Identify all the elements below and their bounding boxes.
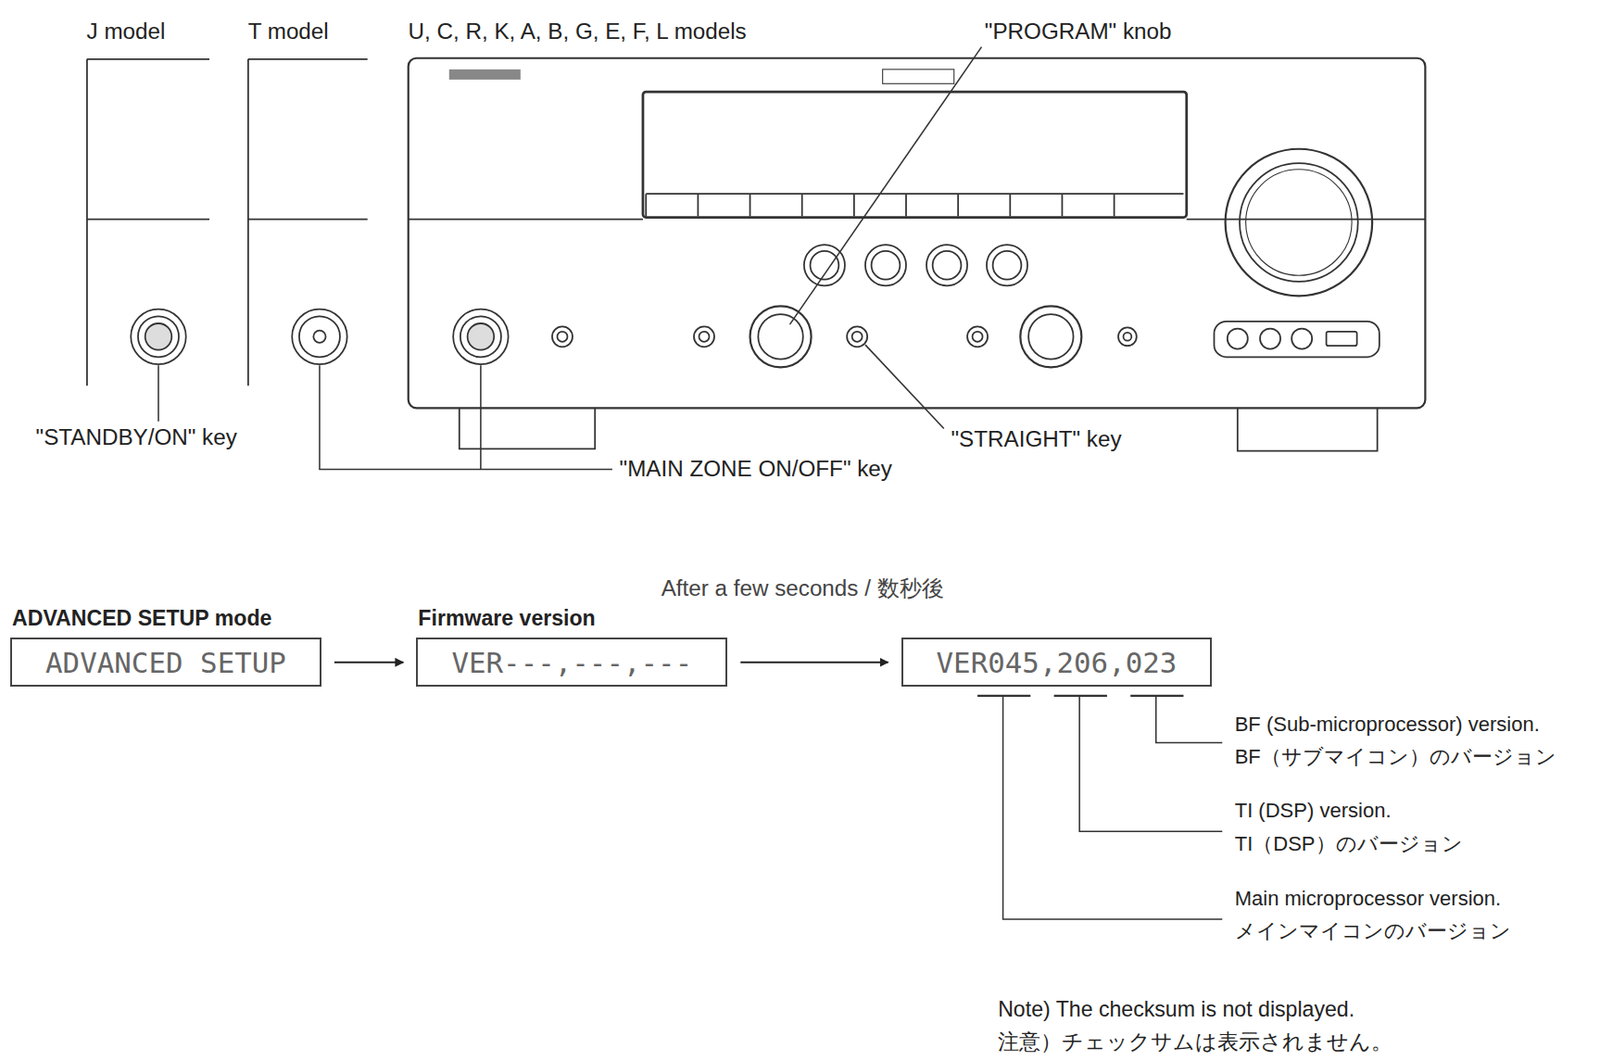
callout-text: BF（サブマイコン）のバージョン (1234, 744, 1557, 769)
model-label: U, C, R, K, A, B, G, E, F, L models (408, 18, 747, 45)
lcd-text: VER045,206,023 (936, 645, 1178, 680)
model-label: T model (248, 18, 329, 45)
box-heading: Firmware version (417, 605, 595, 631)
part-label: "PROGRAM" knob (984, 18, 1172, 45)
lcd-text: ADVANCED SETUP (45, 645, 287, 680)
note-text: Note) The checksum is not displayed. (997, 996, 1355, 1022)
callout-text: BF (Sub-microprocessor) version. (1234, 712, 1540, 736)
flow-arrow (334, 661, 404, 664)
callout-text: TI (DSP) version. (1234, 798, 1392, 822)
box-heading: ADVANCED SETUP mode (12, 605, 272, 631)
part-label: "STRAIGHT" key (951, 426, 1122, 453)
display-box: Firmware versionVER---,---,--- (415, 637, 728, 687)
part-label: "STANDBY/ON" key (36, 424, 238, 451)
callout-text: メインマイコンのバージョン (1234, 919, 1512, 943)
lcd-text: VER---,---,--- (451, 645, 693, 680)
display-box: VER045,206,023 (901, 637, 1213, 687)
edge-label: After a few seconds / 数秒後 (661, 575, 945, 602)
note-text: 注意）チェックサムは表示されません。 (997, 1029, 1393, 1055)
callout-text: Main microprocessor version. (1234, 886, 1502, 910)
flow-arrow (740, 661, 888, 664)
model-label: J model (87, 18, 166, 45)
callout-text: TI（DSP）のバージョン (1234, 831, 1463, 856)
part-label: "MAIN ZONE ON/OFF" key (619, 455, 893, 482)
display-box: ADVANCED SETUP modeADVANCED SETUP (10, 637, 322, 687)
